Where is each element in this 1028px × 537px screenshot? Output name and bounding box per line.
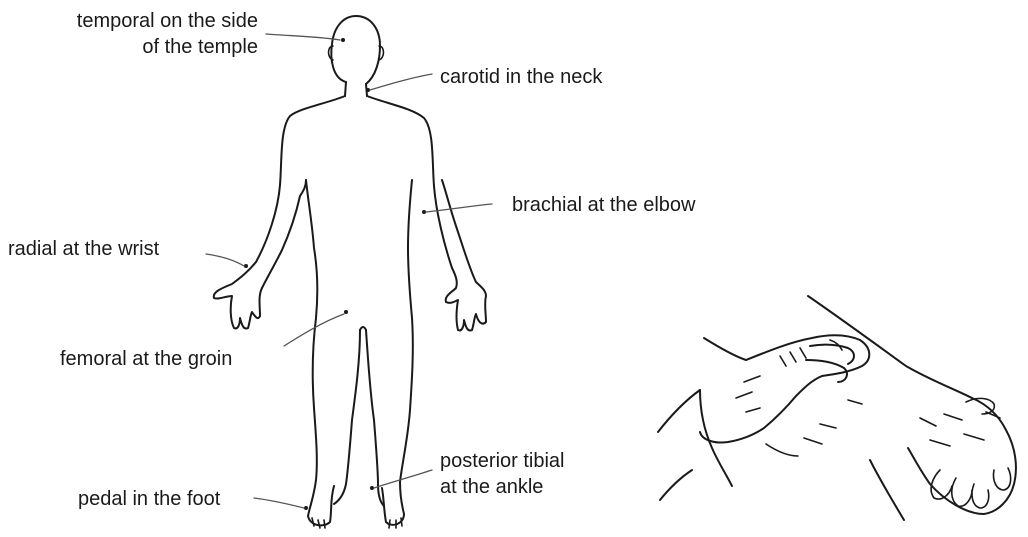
posterior-tibial-label-line2: at the ankle xyxy=(440,474,565,500)
patient-palm-creases xyxy=(920,412,1000,446)
examiner-forearm-top xyxy=(704,338,746,360)
left-arm-outline xyxy=(214,96,345,329)
examiner-middle-finger xyxy=(806,360,847,382)
carotid-label: carotid in the neck xyxy=(440,64,602,90)
patient-hand-outline xyxy=(908,398,1016,514)
patient-forearm-top xyxy=(808,296,972,398)
radial-label: radial at the wrist xyxy=(8,236,159,262)
right-leg-outer xyxy=(382,318,413,525)
temporal-label-line2: of the temple xyxy=(0,34,258,60)
posterior-tibial-label: posterior tibial at the ankle xyxy=(440,448,565,500)
temporal-label: temporal on the side of the temple xyxy=(0,8,258,60)
right-leg-inner xyxy=(366,330,384,506)
examiner-wrist-lower xyxy=(660,470,692,500)
brachial-label: brachial at the elbow xyxy=(512,192,695,218)
crotch-line xyxy=(360,327,366,330)
left-leg-outer xyxy=(308,318,334,525)
torso-right xyxy=(408,180,412,318)
torso-left xyxy=(306,180,317,318)
carotid-leader xyxy=(370,74,432,90)
examiner-forearm-bottom xyxy=(658,390,700,432)
patient-thumb xyxy=(966,398,994,414)
head-outline xyxy=(331,16,380,84)
temporal-leader xyxy=(266,34,340,40)
femoral-label: femoral at the groin xyxy=(60,346,232,372)
radial-leader xyxy=(206,254,244,266)
femoral-point xyxy=(344,310,348,314)
pedal-label: pedal in the foot xyxy=(78,486,220,512)
hand-pulse-figure xyxy=(658,296,1016,520)
left-inner-arm xyxy=(300,180,306,196)
posterior-tibial-label-line1: posterior tibial xyxy=(440,448,565,474)
patient-fingers xyxy=(931,468,1011,508)
temporal-point xyxy=(341,38,345,42)
left-leg-inner xyxy=(334,330,360,504)
pedal-leader xyxy=(254,498,304,508)
neck-left xyxy=(345,82,346,96)
examiner-hand-creases xyxy=(766,400,862,456)
left-foot-toes xyxy=(312,518,325,528)
temporal-label-line1: temporal on the side xyxy=(0,8,258,34)
right-arm-outline xyxy=(367,96,486,331)
posterior-tibial-leader xyxy=(374,470,432,488)
patient-wrist-lower xyxy=(870,460,904,520)
